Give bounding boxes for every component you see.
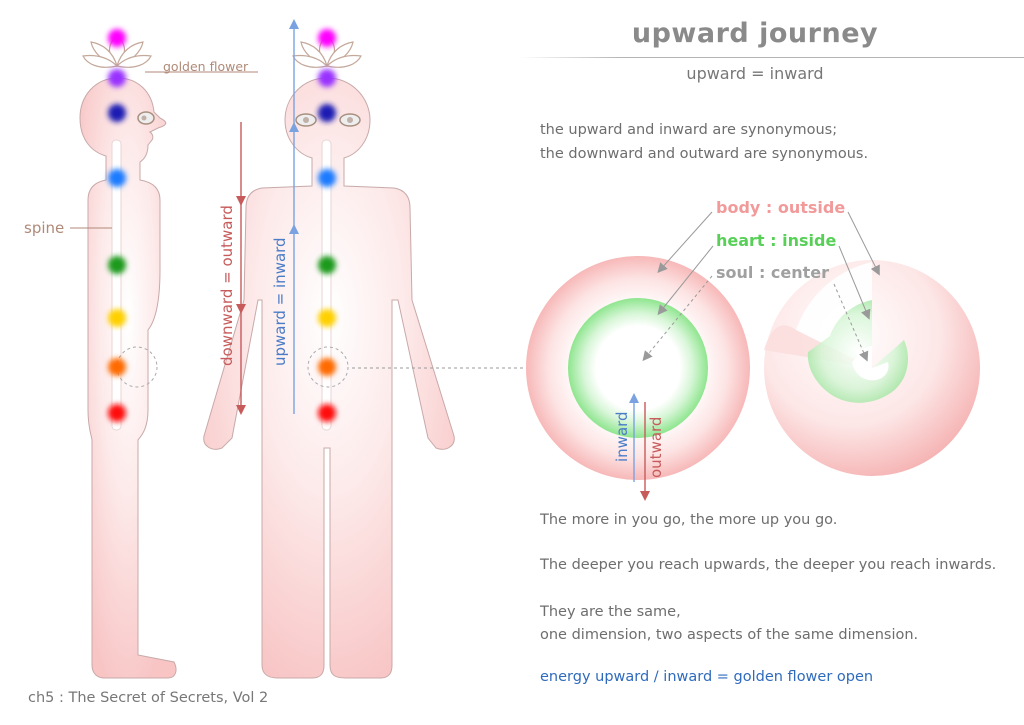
quote-line-1: The more in you go, the more up you go. (540, 512, 838, 528)
side-chakra-6 (108, 309, 126, 327)
heart-pointer-1 (657, 245, 714, 316)
conclusion-text: energy upward / inward = golden flower o… (540, 669, 874, 685)
upward-marker-1 (289, 224, 299, 234)
side-chakra-8 (108, 404, 126, 422)
side-figure-body (79, 77, 177, 679)
body-pointer-2 (847, 211, 880, 276)
spine-label: spine (24, 219, 64, 237)
intro-line-1: the upward and inward are synonymous; (540, 122, 838, 138)
soul-center-label: soul : center (716, 263, 829, 282)
front-chakra-5 (318, 256, 336, 274)
quote-line-3: They are the same, (540, 604, 681, 620)
side-chakra-5 (108, 256, 126, 274)
body-pointer-1 (657, 211, 713, 273)
upward-marker-2 (289, 122, 299, 132)
chakra-dots-front (318, 29, 336, 422)
soul-pointer-2 (833, 283, 869, 362)
side-chakra-2 (108, 69, 126, 87)
side-chakra-4 (108, 169, 126, 187)
side-chakra-1 (108, 29, 126, 47)
sphere-heart-cut (807, 300, 908, 403)
source-caption: ch5 : The Secret of Secrets, Vol 2 (28, 690, 269, 706)
soul-center (616, 346, 660, 390)
inward-label: inward (613, 411, 631, 462)
quote-line-2: The deeper you reach upwards, the deeper… (540, 557, 997, 573)
chakra-dots-side (108, 29, 126, 422)
intro-line-2: the downward and outward are synonymous. (540, 146, 869, 162)
front-chakra-4 (318, 169, 336, 187)
front-chakra-8 (318, 404, 336, 422)
front-hara-circle (307, 346, 349, 388)
front-chakra-2 (318, 69, 336, 87)
title-divider (520, 57, 1024, 58)
page-title: upward journey (631, 18, 879, 49)
side-figure (79, 77, 177, 679)
quote-line-4: one dimension, two aspects of the same d… (540, 627, 919, 643)
side-spine (111, 139, 122, 431)
cutaway-sphere (764, 260, 980, 476)
downward-outward-label: downward = outward (218, 205, 236, 366)
heart-pointer-2 (838, 245, 871, 320)
downward-marker-1 (236, 196, 246, 206)
golden-flower-side-icon (82, 35, 152, 68)
golden-flower-label: golden flower (163, 59, 249, 74)
outward-label: outward (647, 417, 665, 478)
side-chakra-3 (108, 104, 126, 122)
body-outside-label: body : outside (716, 198, 845, 217)
front-chakra-6 (318, 309, 336, 327)
front-chakra-7 (318, 358, 336, 376)
upward-inward-label: upward = inward (271, 237, 289, 366)
front-chakra-1 (318, 29, 336, 47)
front-figure (203, 77, 455, 679)
heart-inside-label: heart : inside (716, 231, 836, 250)
front-chakra-3 (318, 104, 336, 122)
side-chakra-7 (108, 358, 126, 376)
downward-marker-2 (236, 304, 246, 314)
front-spine (321, 139, 332, 431)
concentric-rings (526, 256, 750, 480)
page-subtitle: upward = inward (686, 64, 824, 83)
